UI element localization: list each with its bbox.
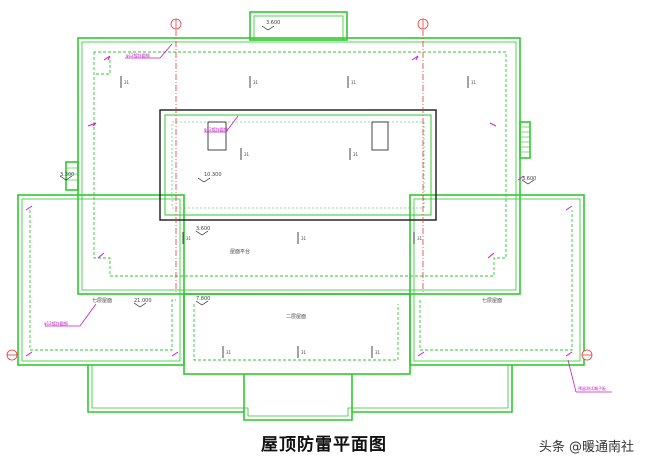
elev-center: 3.600 xyxy=(196,226,210,232)
elev-lower-mid: 7.800 xyxy=(196,296,210,302)
svg-text:31: 31 xyxy=(186,236,192,241)
axis-bubbles xyxy=(6,18,593,361)
svg-text:31: 31 xyxy=(471,80,477,85)
elev-top: 3.600 xyxy=(266,20,280,26)
tag-a: φ12镀锌圆钢 xyxy=(126,52,150,58)
svg-text:31: 31 xyxy=(301,350,307,355)
leader-lines xyxy=(45,43,612,393)
svg-text:31: 31 xyxy=(353,152,359,157)
label-platform: 屋面平台 xyxy=(230,248,250,255)
tag-b: φ12镀锌圆钢 xyxy=(204,126,228,132)
label-left-roof: 七层屋面 xyxy=(92,297,112,304)
tag-d: 预留测试端子板 xyxy=(578,385,606,391)
elev-core: 10.300 xyxy=(204,172,222,178)
svg-text:31: 31 xyxy=(253,80,259,85)
tag-c: φ12镀锌圆钢 xyxy=(44,320,68,326)
elev-lower-left: 21.000 xyxy=(134,298,152,304)
elev-left: 3.300 xyxy=(60,172,74,178)
symbol-tick-labels: 31 31 31 31 31 31 31 31 31 31 31 31 xyxy=(124,80,477,355)
svg-text:31: 31 xyxy=(124,80,130,85)
down-conductor-markers xyxy=(25,55,573,357)
svg-text:31: 31 xyxy=(375,350,381,355)
svg-text:31: 31 xyxy=(351,80,357,85)
lightning-conductor xyxy=(29,51,573,361)
elevation-markers xyxy=(59,25,535,308)
building-outline xyxy=(17,11,585,421)
svg-text:31: 31 xyxy=(244,152,250,157)
watermark: 头条 @暖通南社 xyxy=(538,440,634,455)
svg-text:31: 31 xyxy=(301,236,307,241)
stair-hatch xyxy=(66,126,530,181)
svg-text:31: 31 xyxy=(226,350,232,355)
core-frame xyxy=(159,109,437,221)
axis-bubble-ticks xyxy=(7,19,592,356)
label-right-roof: 七层屋面 xyxy=(482,297,502,304)
symbol-ticks xyxy=(120,76,469,358)
svg-text:31: 31 xyxy=(417,236,423,241)
drawing-title: 屋顶防雷平面图 xyxy=(261,435,387,455)
elev-right: 3.600 xyxy=(522,176,536,182)
label-center-roof: 二层屋面 xyxy=(286,314,306,320)
drawing-labels: 3.600 3.300 3.600 10.300 3.600 21.000 7.… xyxy=(44,20,606,391)
axis-lines xyxy=(175,30,424,292)
